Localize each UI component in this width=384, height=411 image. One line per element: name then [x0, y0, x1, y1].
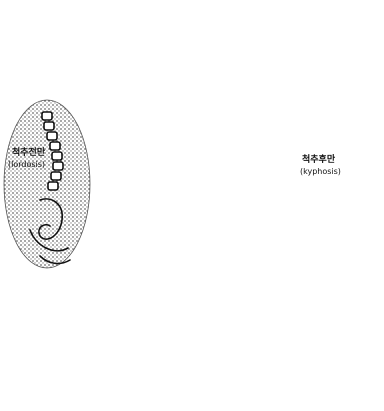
left-callout — [4, 100, 90, 268]
left-callout-subtitle: (lordosis) — [8, 161, 45, 169]
left-callout-title: 척추전만 — [12, 149, 45, 158]
right-callout-title: 척추후만 — [302, 156, 335, 165]
right-callout-subtitle: (kyphosis) — [300, 168, 341, 176]
